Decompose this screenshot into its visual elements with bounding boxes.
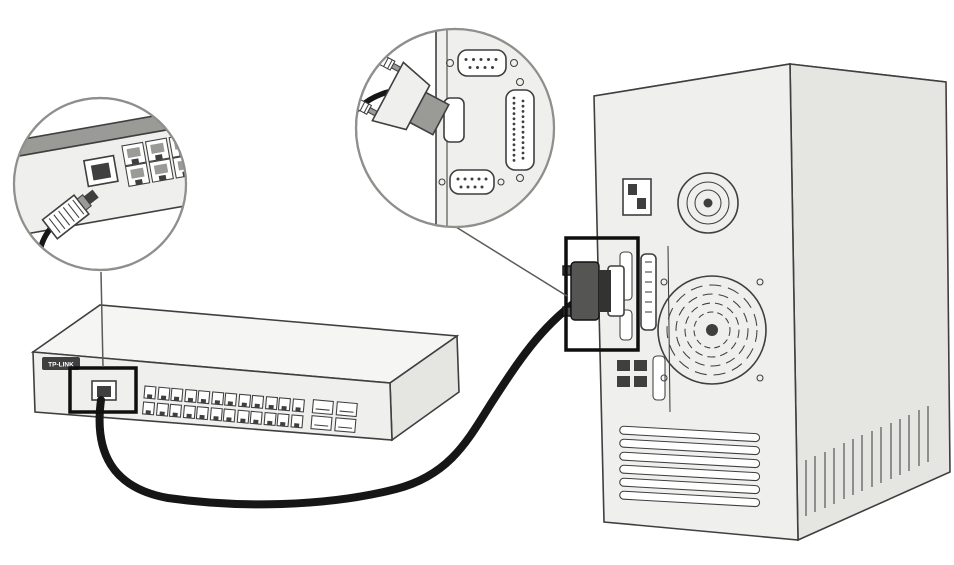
rear-panel-zoom <box>435 29 554 227</box>
callout-console-closeup <box>12 96 188 272</box>
console-cable <box>95 297 581 509</box>
serial-port-mid <box>443 97 465 143</box>
serial-port-db9-lower <box>438 169 505 195</box>
console-port-zoom <box>82 154 119 188</box>
parallel-port-db25 <box>505 77 535 183</box>
serial-port-db9 <box>445 49 519 77</box>
console-port <box>91 380 117 401</box>
fan-grille <box>657 275 767 385</box>
console-port-highlight <box>68 366 138 414</box>
voltage-switch <box>622 178 652 216</box>
vent-slots <box>619 425 761 508</box>
callout-serial-closeup <box>354 27 556 229</box>
callout-line-console <box>100 271 104 368</box>
callout-ring-center <box>354 27 556 229</box>
callout-line-serial <box>455 226 568 297</box>
side-vent-lines <box>805 406 929 516</box>
network-switch: TP-LINK <box>30 304 460 442</box>
io-ports <box>617 245 671 413</box>
serial-connector-plugged <box>562 261 625 321</box>
serial-port-highlight <box>564 236 640 352</box>
callout-ring-left <box>12 96 188 272</box>
computer-tower <box>593 63 951 542</box>
tower-side-face <box>789 63 951 542</box>
usb-ports <box>617 360 647 387</box>
switch-brand-label: TP-LINK <box>48 362 74 369</box>
power-socket <box>677 172 739 234</box>
